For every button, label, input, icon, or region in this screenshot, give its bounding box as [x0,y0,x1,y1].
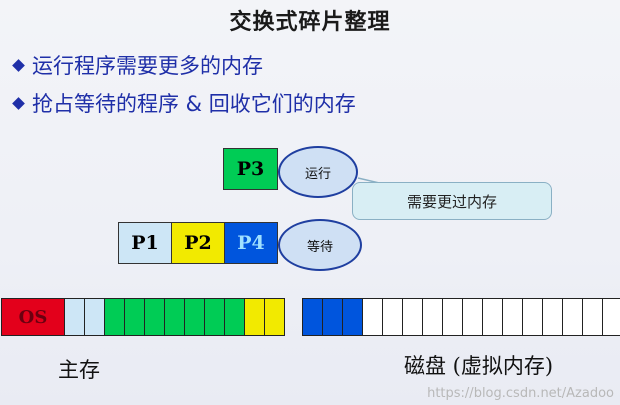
disk-cell-empty [562,298,583,336]
memory-cell-p3 [144,298,165,336]
memory-cell-p3 [224,298,245,336]
disk-cell-empty [402,298,423,336]
main-memory-bar: OS [1,298,285,336]
watermark-text: https://blog.csdn.net/Azadoo [427,386,614,401]
memory-cell-p2 [264,298,285,336]
bullet-1-text: 运行程序需要更多的内存 [32,54,263,78]
os-label: OS [18,306,48,328]
memory-cell-p3 [104,298,125,336]
bullet-1: 运行程序需要更多的内存 [12,50,263,80]
process-p2: P2 [171,222,225,264]
disk-cell-empty [422,298,443,336]
disk-cell-empty [442,298,463,336]
os-segment: OS [1,298,65,336]
disk-cell-empty [582,298,603,336]
slide-title: 交换式碎片整理 [229,10,391,35]
process-p4: P4 [224,222,278,264]
callout-need-more-memory: 需要更过内存 [352,182,552,220]
memory-cell-p1 [84,298,105,336]
disk-cell-p4 [302,298,323,336]
process-p1: P1 [118,222,172,264]
state-running-oval: 运行 [278,146,358,198]
bullet-2-text: 抢占等待的程序 & 回收它们的内存 [32,92,356,116]
bullet-2: 抢占等待的程序 & 回收它们的内存 [12,88,356,118]
state-waiting-oval: 等待 [278,219,362,271]
disk-cell-empty [502,298,523,336]
process-p3: P3 [223,148,278,190]
disk-cell-empty [382,298,403,336]
disk-cell-empty [462,298,483,336]
memory-cell-p1 [64,298,85,336]
disk-memory-label: 磁盘 (虚拟内存) [404,354,554,378]
memory-cell-p3 [204,298,225,336]
memory-cell-p2 [244,298,265,336]
disk-cell-empty [482,298,503,336]
disk-cell-empty [542,298,563,336]
main-memory-label: 主存 [58,358,100,382]
disk-cell-empty [522,298,543,336]
disk-cell-p4 [342,298,363,336]
disk-cell-empty [602,298,620,336]
memory-cell-p3 [184,298,205,336]
memory-cell-p3 [124,298,145,336]
disk-memory-bar [302,298,620,336]
disk-cell-p4 [322,298,343,336]
memory-cell-p3 [164,298,185,336]
disk-cell-empty [362,298,383,336]
